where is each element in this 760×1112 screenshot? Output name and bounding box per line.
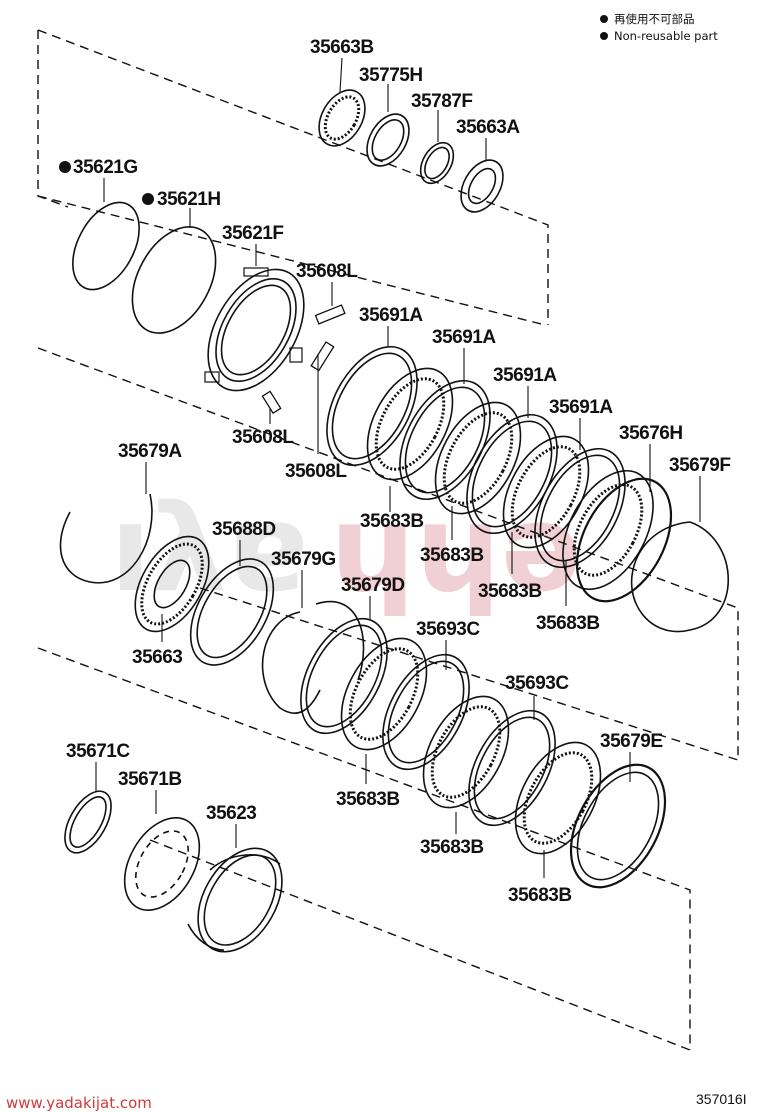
label-35683B: 35683B bbox=[420, 837, 484, 858]
label-35679F: 35679F bbox=[669, 455, 730, 476]
label-35671B: 35671B bbox=[118, 769, 182, 790]
label-35621F: 35621F bbox=[222, 223, 283, 244]
middle-clutch-pack bbox=[300, 600, 667, 889]
label-35676H: 35676H bbox=[619, 423, 683, 444]
label-35683B: 35683B bbox=[508, 885, 572, 906]
label-35608L: 35608L bbox=[232, 427, 294, 448]
label-35683B: 35683B bbox=[536, 613, 600, 634]
label-35683B: 35683B bbox=[336, 789, 400, 810]
label-35608L: 35608L bbox=[285, 461, 347, 482]
part-graphics bbox=[59, 89, 730, 953]
group-frames bbox=[37, 29, 739, 1051]
part-35663-bearing bbox=[134, 535, 210, 633]
part-35608L-spring-a bbox=[314, 304, 346, 325]
label-35621H: 35621H bbox=[157, 189, 221, 210]
part-35679F-snapring bbox=[630, 521, 730, 633]
leader-lines bbox=[95, 57, 701, 878]
label-35691A: 35691A bbox=[359, 305, 423, 326]
non-reusable-dot-icon bbox=[59, 161, 71, 173]
label-35691A: 35691A bbox=[493, 365, 557, 386]
part-35621H-oring bbox=[131, 226, 217, 334]
frame-lower bbox=[37, 647, 691, 1050]
part-35608L-spring-b bbox=[310, 341, 335, 372]
label-35693C: 35693C bbox=[416, 619, 480, 640]
label-35693C: 35693C bbox=[505, 673, 569, 694]
label-35775H: 35775H bbox=[359, 65, 423, 86]
frame-middle bbox=[37, 347, 739, 760]
legend: 再使用不可部品 Non-reusable part bbox=[600, 12, 718, 43]
label-35663: 35663 bbox=[132, 647, 182, 668]
legend-dot-icon bbox=[600, 32, 608, 40]
non-reusable-dot-icon bbox=[142, 193, 154, 205]
footer-url[interactable]: www.yadakijat.com bbox=[6, 1094, 152, 1112]
part-labels: 35663B 35775H 35787F 35663A 35621G 35621… bbox=[59, 37, 731, 906]
label-35621G: 35621G bbox=[73, 157, 138, 178]
label-35679A: 35679A bbox=[118, 441, 182, 462]
part-35671C-ring bbox=[64, 790, 112, 854]
legend-text-en: Non-reusable part bbox=[614, 29, 718, 43]
label-35683B: 35683B bbox=[420, 545, 484, 566]
part-35621G-oring bbox=[72, 201, 140, 291]
label-35671C: 35671C bbox=[66, 741, 130, 762]
label-35691A: 35691A bbox=[432, 327, 496, 348]
part-35608L-spring-c bbox=[261, 390, 282, 415]
label-35663B: 35663B bbox=[310, 37, 374, 58]
part-35679G-snapring bbox=[261, 611, 321, 714]
part-35688D-plate bbox=[189, 558, 275, 666]
label-35691A: 35691A bbox=[549, 397, 613, 418]
part-35663B-bearing bbox=[318, 89, 366, 147]
frame-upper bbox=[37, 30, 69, 208]
label-35663A: 35663A bbox=[456, 117, 520, 138]
label-35679G: 35679G bbox=[271, 549, 336, 570]
label-35683B: 35683B bbox=[478, 581, 542, 602]
part-35775H-race bbox=[366, 113, 410, 167]
upper-clutch-pack bbox=[326, 345, 673, 603]
label-35679D: 35679D bbox=[341, 575, 405, 596]
label-35608L: 35608L bbox=[296, 261, 358, 282]
part-35787F-race bbox=[419, 141, 455, 185]
legend-dot-icon bbox=[600, 15, 608, 23]
label-35688D: 35688D bbox=[212, 519, 276, 540]
label-35623: 35623 bbox=[206, 803, 256, 824]
part-35679A-snapring bbox=[59, 493, 153, 584]
diagram-code: 357016I bbox=[696, 1091, 747, 1107]
part-35621F-piston bbox=[204, 267, 305, 392]
legend-text-ja: 再使用不可部品 bbox=[614, 12, 695, 26]
label-35679E: 35679E bbox=[600, 731, 663, 752]
label-35683B: 35683B bbox=[360, 511, 424, 532]
part-35623-drum bbox=[187, 847, 283, 953]
label-35787F: 35787F bbox=[411, 91, 472, 112]
part-35671B-plate bbox=[123, 817, 201, 911]
part-35663A-bearing bbox=[460, 159, 504, 213]
